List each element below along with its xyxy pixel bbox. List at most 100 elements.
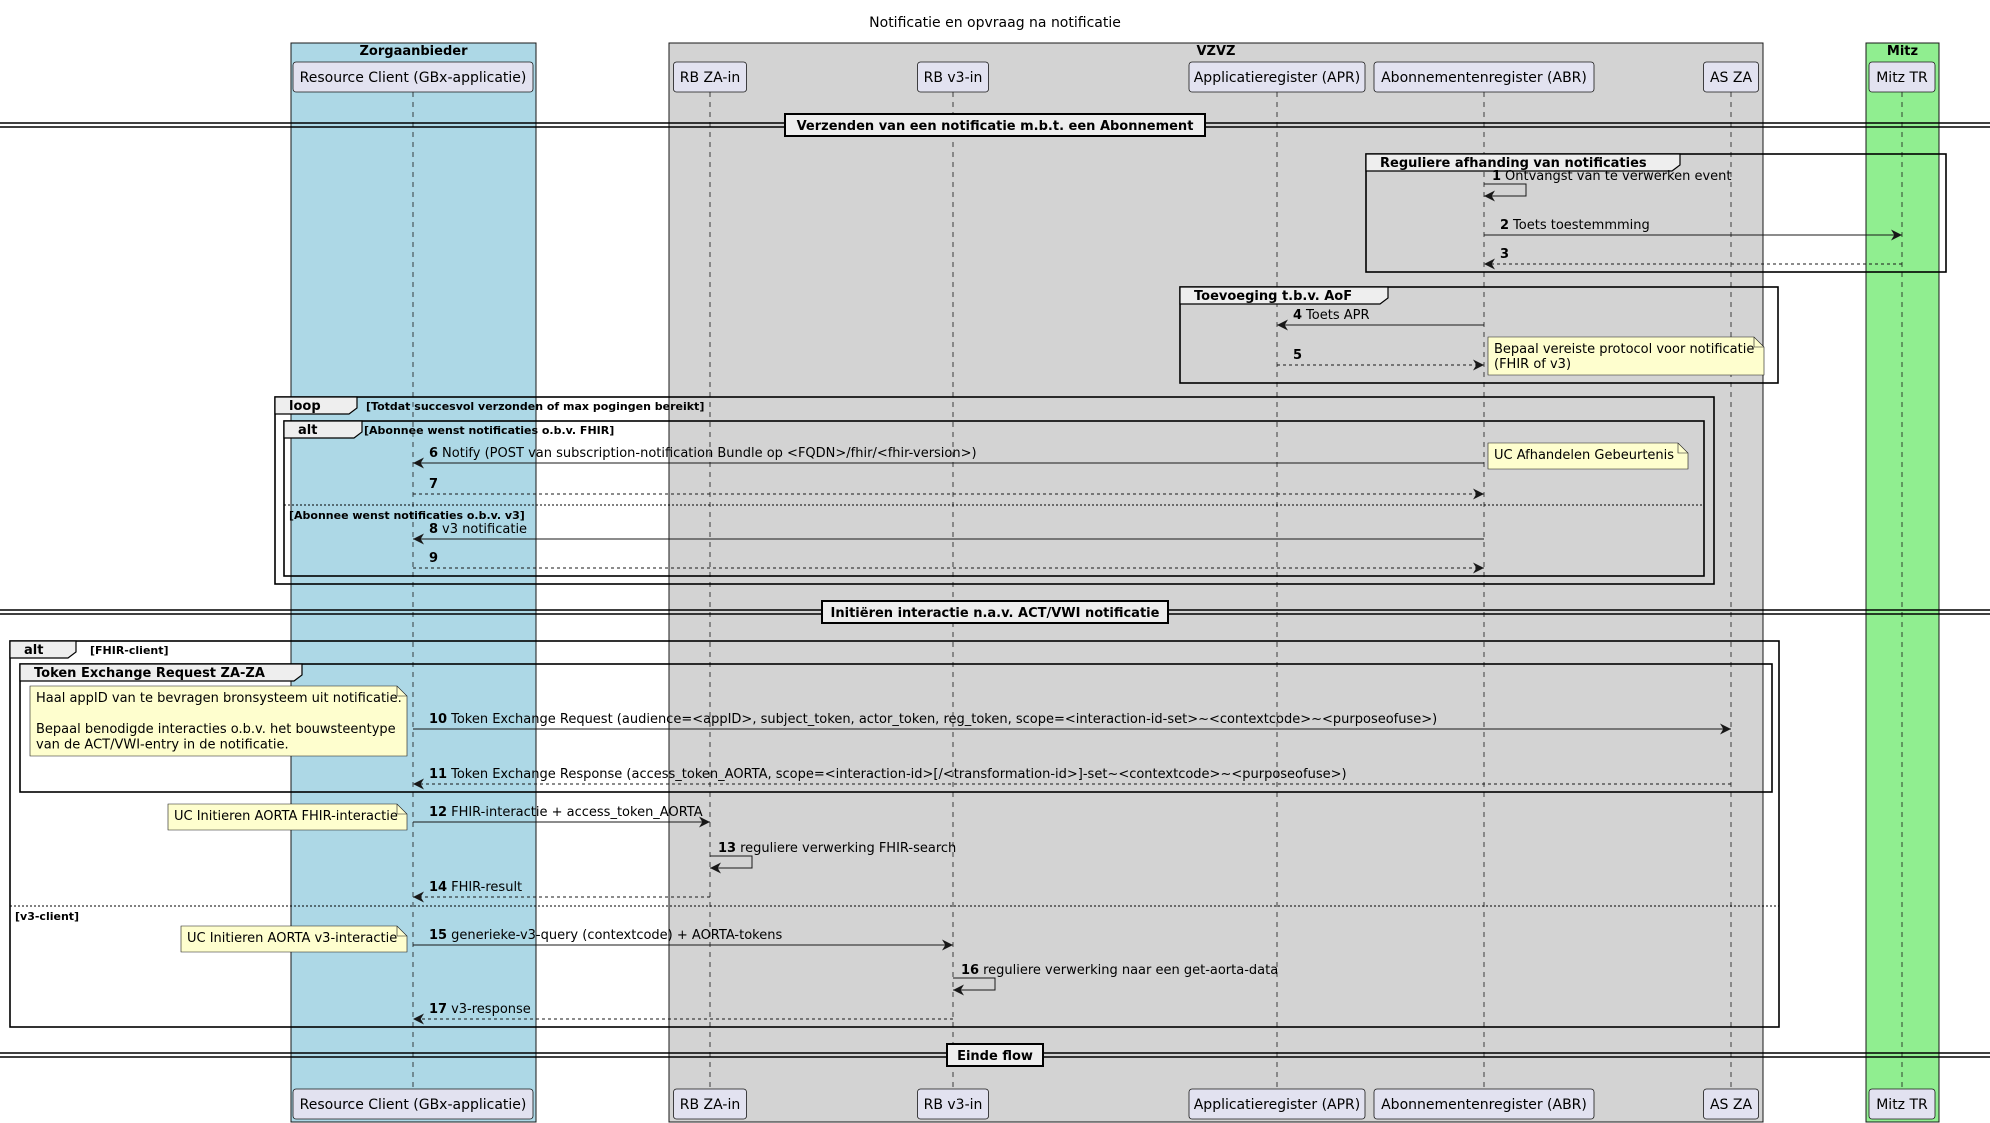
participant-label-asza-bottom: AS ZA xyxy=(1710,1097,1753,1113)
note-text-n1-0: Bepaal vereiste protocol voor notificati… xyxy=(1494,342,1754,357)
message-label-5: 5 xyxy=(1293,348,1302,363)
dividers-layer: Verzenden van een notificatie m.b.t. een… xyxy=(0,113,1990,1067)
message-number-4: 4 xyxy=(1293,308,1302,323)
participant-label-rc-bottom: Resource Client (GBx-applicatie) xyxy=(300,1097,527,1113)
box-vzvz xyxy=(668,42,1764,1123)
participant-mitztr-bottom xyxy=(1868,1088,1936,1120)
group-else-guard-g5: [v3-client] xyxy=(15,910,79,923)
participant-abr-bottom xyxy=(1373,1088,1595,1120)
divider-label-div1: Verzenden van een notificatie m.b.t. een… xyxy=(797,119,1194,134)
group-tab-g4 xyxy=(283,420,363,439)
note-text-n3-3: van de ACT/VWI-entry in de notificatie. xyxy=(36,738,289,753)
note-fold-n2 xyxy=(1677,443,1688,454)
message-arrow-1 xyxy=(1484,183,1527,202)
message-number-2: 2 xyxy=(1500,218,1509,233)
participant-rbza-top xyxy=(673,61,747,93)
group-tab-g3 xyxy=(274,396,358,415)
box-mitz xyxy=(1865,42,1940,1123)
participant-label-mitztr-top: Mitz TR xyxy=(1876,70,1928,86)
participant-label-abr-top: Abonnementenregister (ABR) xyxy=(1381,70,1587,86)
participant-rc-top xyxy=(292,61,534,93)
divider-box-div3 xyxy=(946,1043,1044,1067)
note-text-n3-0: Haal appID van te bevragen bronsysteem u… xyxy=(36,691,402,706)
participant-apr-bottom xyxy=(1188,1088,1366,1120)
message-text-11: Token Exchange Response (access_token_AO… xyxy=(450,767,1346,782)
diagram-title: Notificatie en opvraag na notificatie xyxy=(869,15,1121,31)
message-arrow-16 xyxy=(953,977,996,996)
group-frame-g5 xyxy=(9,640,1780,1028)
group-tab-g1 xyxy=(1365,153,1681,172)
group-guard-g5: [FHIR-client] xyxy=(90,644,169,657)
note-fold-n3 xyxy=(396,686,407,697)
message-text-17: v3-response xyxy=(451,1002,531,1017)
message-number-7: 7 xyxy=(429,477,438,492)
message-text-6: Notify (POST van subscription-notificati… xyxy=(442,446,977,461)
participant-apr-top xyxy=(1188,61,1366,93)
message-number-10: 10 xyxy=(429,712,447,727)
message-label-16: 16 reguliere verwerking naar een get-aort… xyxy=(961,963,1278,978)
group-kind-g2: Toevoeging t.b.v. AoF xyxy=(1194,289,1352,304)
participant-rbv3-bottom xyxy=(917,1088,989,1120)
participant-label-rbza-top: RB ZA-in xyxy=(680,70,740,86)
participant-abr-top xyxy=(1373,61,1595,93)
message-number-1: 1 xyxy=(1492,169,1501,184)
message-text-15: generieke-v3-query (contextcode) + AORTA… xyxy=(451,928,782,943)
divider-label-div3: Einde flow xyxy=(957,1049,1033,1064)
note-fold-n4 xyxy=(396,804,407,815)
note-n3 xyxy=(29,685,408,757)
participant-rbza-bottom xyxy=(673,1088,747,1120)
note-fold-n5 xyxy=(396,926,407,937)
note-text-n3-2: Bepaal benodigde interacties o.b.v. het … xyxy=(36,722,396,737)
note-n2 xyxy=(1487,442,1689,470)
group-tab-g6 xyxy=(19,663,303,682)
group-guard-g4: [Abonnee wenst notificaties o.b.v. FHIR] xyxy=(364,424,614,437)
message-number-9: 9 xyxy=(429,551,438,566)
message-text-1: Ontvangst van te verwerken event xyxy=(1505,169,1731,184)
message-text-13: reguliere verwerking FHIR-search xyxy=(740,841,956,856)
message-number-14: 14 xyxy=(429,880,447,895)
message-label-3: 3 xyxy=(1500,247,1509,262)
participant-asza-bottom xyxy=(1703,1088,1759,1120)
message-text-16: reguliere verwerking naar een get-aorta-… xyxy=(983,963,1278,978)
participants-layer: Resource Client (GBx-applicatie) Resource… xyxy=(292,61,1936,1120)
message-text-10: Token Exchange Request (audience=<appID>… xyxy=(450,712,1437,727)
participant-label-rbza-bottom: RB ZA-in xyxy=(680,1097,740,1113)
message-label-12: 12 FHIR-interactie + access_token_AORTA xyxy=(429,805,703,820)
message-text-12: FHIR-interactie + access_token_AORTA xyxy=(451,805,703,820)
group-kind-g1: Reguliere afhanding van notificaties xyxy=(1380,156,1647,171)
participant-asza-top xyxy=(1703,61,1759,93)
group-frame-g4 xyxy=(283,420,1705,577)
participant-rbv3-top xyxy=(917,61,989,93)
message-label-9: 9 xyxy=(429,551,438,566)
group-guard-g3: [Totdat succesvol verzonden of max pogin… xyxy=(366,400,704,413)
participant-label-rbv3-top: RB v3-in xyxy=(924,70,983,86)
note-fold-n1 xyxy=(1753,337,1764,348)
note-text-n4-0: UC Initieren AORTA FHIR-interactie xyxy=(174,809,398,824)
participant-label-rc-top: Resource Client (GBx-applicatie) xyxy=(300,70,527,86)
message-label-7: 7 xyxy=(429,477,438,492)
message-number-16: 16 xyxy=(961,963,979,978)
group-kind-g6: Token Exchange Request ZA-ZA xyxy=(34,666,265,681)
message-number-12: 12 xyxy=(429,805,447,820)
participant-label-apr-bottom: Applicatieregister (APR) xyxy=(1194,1097,1361,1113)
groups-layer: Reguliere afhanding van notificatiesToev… xyxy=(9,153,1947,1028)
group-else-guard-g4: [Abonnee wenst notificaties o.b.v. v3] xyxy=(289,509,525,522)
message-number-5: 5 xyxy=(1293,348,1302,363)
divider-label-div2: Initiëren interactie n.a.v. ACT/VWI noti… xyxy=(831,606,1160,621)
note-text-n1-1: (FHIR of v3) xyxy=(1494,357,1571,372)
message-text-14: FHIR-result xyxy=(451,880,522,895)
group-tab-g5 xyxy=(9,640,77,659)
participant-mitztr-top xyxy=(1868,61,1936,93)
group-frame-g2 xyxy=(1179,286,1779,384)
group-kind-g4: alt xyxy=(298,423,317,438)
message-number-3: 3 xyxy=(1500,247,1509,262)
message-number-11: 11 xyxy=(429,767,447,782)
participant-rc-bottom xyxy=(292,1088,534,1120)
